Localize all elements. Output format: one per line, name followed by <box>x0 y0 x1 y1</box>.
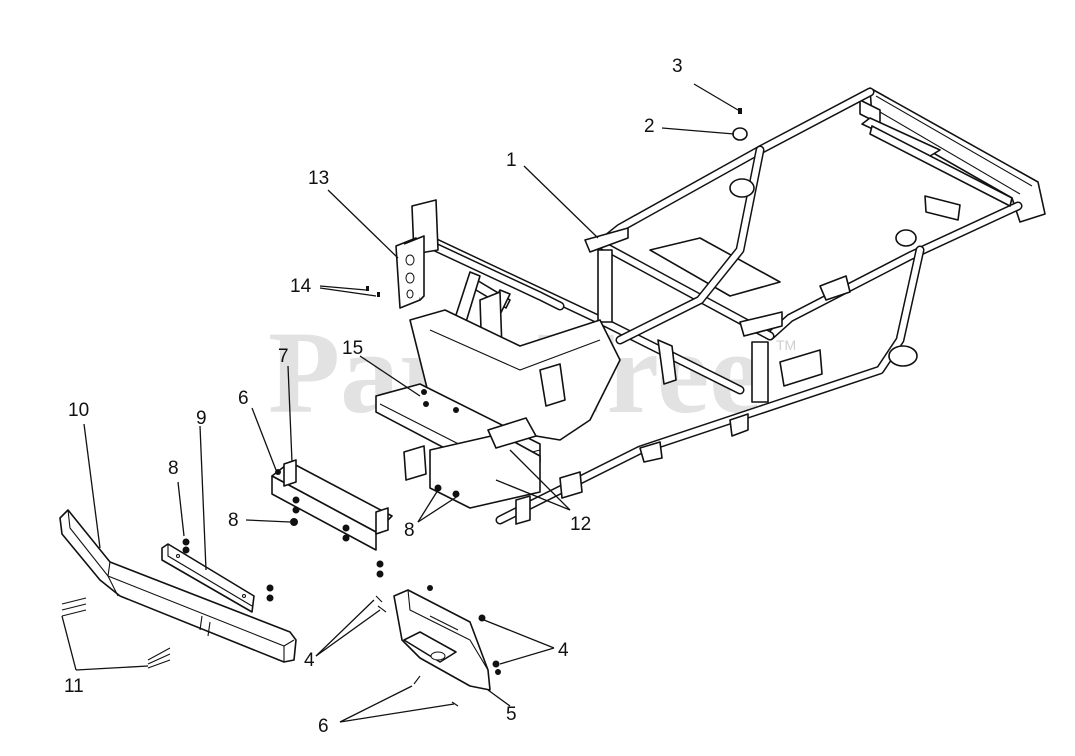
main-frame <box>375 87 1046 525</box>
bumper-part-10 <box>59 509 297 663</box>
callout-6a: 6 <box>238 388 249 409</box>
screws-part-14 <box>366 286 380 297</box>
callout-13: 13 <box>308 168 329 189</box>
callout-6b: 6 <box>318 716 329 737</box>
callout-1: 1 <box>506 150 517 171</box>
hitch-part-5 <box>393 589 491 691</box>
callout-4a: 4 <box>304 650 315 671</box>
callout-7: 7 <box>278 346 289 367</box>
callout-2: 2 <box>644 116 655 137</box>
callout-10: 10 <box>68 400 89 421</box>
bolts-part-11 <box>61 597 171 669</box>
callout-leaders <box>61 83 739 723</box>
bracket-part-13 <box>395 235 425 309</box>
callout-12: 12 <box>570 514 591 535</box>
callout-8a: 8 <box>168 458 179 479</box>
callout-15: 15 <box>342 338 363 359</box>
callout-11: 11 <box>64 676 84 697</box>
watermark-tm: TM <box>776 337 796 353</box>
callout-8c: 8 <box>404 520 415 541</box>
bolts-part-4 <box>375 585 501 675</box>
screw-part-3 <box>738 108 742 114</box>
callout-9: 9 <box>196 408 207 429</box>
flat-bar-part-9 <box>161 543 255 613</box>
mount-plate-part-7 <box>271 459 393 551</box>
callout-4b: 4 <box>558 640 569 661</box>
callout-labels: 3 2 1 13 14 15 7 6 9 10 8 8 8 12 4 4 11 … <box>64 56 683 737</box>
callout-3: 3 <box>672 56 683 77</box>
bolts-part-6 <box>413 675 459 707</box>
callout-8b: 8 <box>228 510 239 531</box>
callout-5: 5 <box>506 704 517 725</box>
spacer-part-2 <box>732 127 748 141</box>
callout-14: 14 <box>290 276 312 297</box>
